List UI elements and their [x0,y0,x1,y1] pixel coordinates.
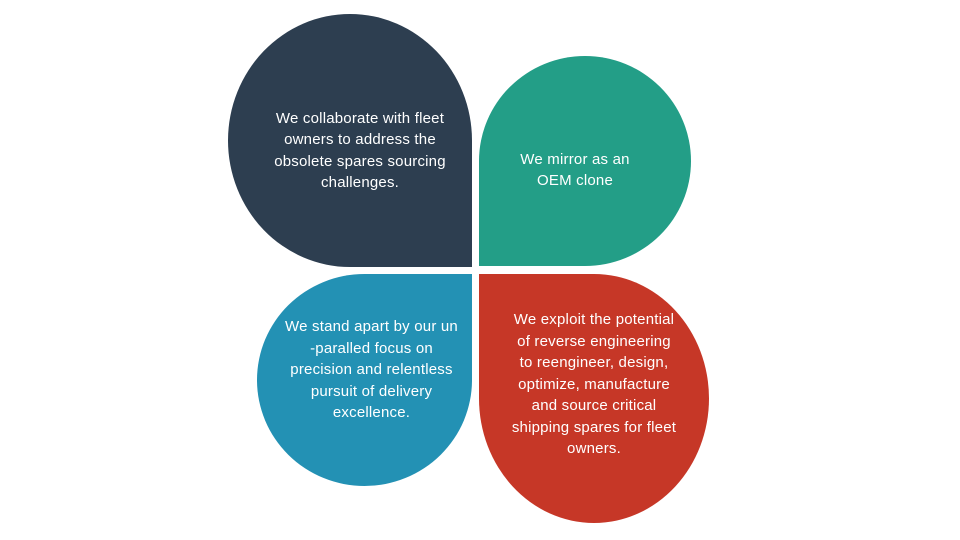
petal-collaborate: We collaborate with fleet owners to addr… [228,14,472,267]
petal-reverse-engineering-text: We exploit the potential of reverse engi… [511,311,677,458]
petal-reverse-engineering: We exploit the potential of reverse engi… [479,274,709,523]
petal-oem-clone: We mirror as an OEM clone [479,56,691,266]
petal-collaborate-text: We collaborate with fleet owners to addr… [274,109,446,192]
petal-stand-apart: We stand apart by our un -paralled focus… [257,274,472,486]
petal-stand-apart-text: We stand apart by our un -paralled focus… [285,318,458,422]
petal-oem-clone-text: We mirror as an OEM clone [520,150,630,190]
